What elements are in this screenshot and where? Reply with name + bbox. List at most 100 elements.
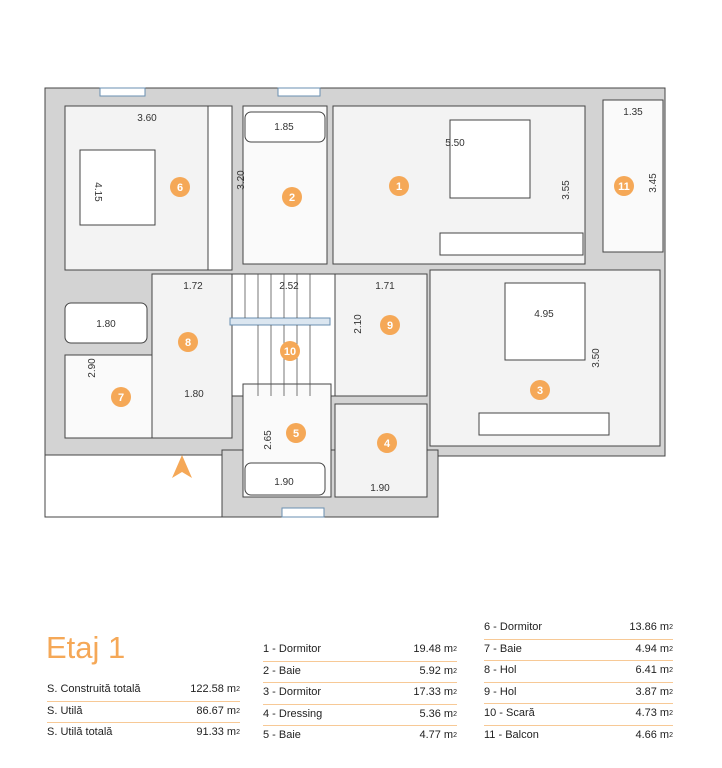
area-label: S. Construită totală — [47, 683, 141, 695]
dim-label: 1.71 — [375, 281, 395, 292]
room-number: 10 — [284, 346, 296, 358]
room-markers — [111, 176, 634, 453]
area-row: S. Utilă totală 91.33 m2 — [47, 723, 240, 745]
area-label: 4 - Dressing — [263, 707, 323, 720]
room-number: 5 — [293, 428, 299, 440]
stair-rail — [229, 317, 331, 326]
dim-label: 4.15 — [92, 182, 103, 202]
room-number: 11 — [618, 181, 630, 193]
entrance-arrow-icon — [172, 455, 192, 478]
room-11-area — [602, 99, 664, 253]
dim-label: 4.95 — [534, 309, 554, 320]
bathtub — [244, 462, 326, 496]
dim-label: 1.90 — [274, 477, 294, 488]
area-label: S. Utilă — [47, 704, 83, 717]
area-value: 4.73 m2 — [635, 707, 673, 720]
area-label: 6 - Dormitor — [484, 621, 543, 633]
room-number: 7 — [118, 392, 124, 404]
wardrobe — [478, 412, 610, 436]
dim-label: 3.20 — [236, 170, 247, 190]
area-label: 7 - Baie — [484, 642, 522, 655]
dim-label: 1.35 — [623, 107, 643, 118]
area-row: 5 - Baie 4.77 m2 — [263, 726, 457, 748]
room-9-area — [334, 273, 428, 397]
area-label: 2 - Baie — [263, 664, 301, 677]
room-number: 8 — [185, 337, 191, 349]
dim-label: 1.80 — [96, 319, 116, 330]
area-label: 8 - Hol — [484, 664, 517, 677]
bed — [79, 149, 156, 226]
bathtub — [244, 111, 326, 143]
area-value: 86.67 m2 — [196, 704, 240, 717]
bathtub — [64, 302, 148, 344]
room-number: 2 — [289, 192, 295, 204]
area-label: 1 - Dormitor — [263, 643, 322, 655]
area-row: 10 - Scară 4.73 m2 — [484, 704, 673, 726]
room-number: 9 — [387, 320, 393, 332]
area-value: 3.87 m2 — [635, 685, 673, 698]
bed — [504, 282, 586, 361]
area-label: 10 - Scară — [484, 707, 535, 720]
area-row: 6 - Dormitor 13.86 m2 — [484, 618, 673, 640]
entry-area — [44, 454, 223, 518]
dim-label: 3.45 — [648, 173, 659, 193]
area-value: 4.66 m2 — [635, 728, 673, 741]
room-number: 6 — [177, 182, 183, 194]
area-value: 5.36 m2 — [419, 707, 457, 720]
wardrobe — [439, 232, 584, 256]
area-row: 3 - Dormitor 17.33 m2 — [263, 683, 457, 705]
room-number: 4 — [384, 438, 391, 450]
area-label: 9 - Hol — [484, 685, 517, 698]
dim-label: 3.60 — [137, 113, 157, 124]
room-7-area — [64, 354, 153, 439]
dim-label: 3.55 — [561, 180, 572, 200]
area-value: 4.94 m2 — [635, 642, 673, 655]
bed — [449, 119, 531, 199]
area-row: 4 - Dressing 5.36 m2 — [263, 705, 457, 727]
area-row: 9 - Hol 3.87 m2 — [484, 683, 673, 705]
window — [277, 87, 321, 97]
room-8-area — [151, 273, 233, 439]
dim-label: 2.10 — [353, 314, 364, 334]
dim-label: 2.90 — [87, 358, 98, 378]
area-value: 6.41 m2 — [635, 664, 673, 677]
wardrobe — [207, 105, 233, 271]
area-label: 11 - Balcon — [484, 728, 539, 741]
area-label: 5 - Baie — [263, 729, 301, 742]
room-10-stairs — [231, 273, 336, 397]
floor-plan: 3.60 4.15 1.85 3.20 5.50 3.55 1.35 3.45 … — [44, 87, 666, 518]
dim-label: 5.50 — [445, 138, 465, 149]
area-value: 19.48 m2 — [413, 643, 457, 655]
room-number: 3 — [537, 385, 543, 397]
area-row: 8 - Hol 6.41 m2 — [484, 661, 673, 683]
window — [281, 507, 325, 518]
dimensions: 3.60 4.15 1.85 3.20 5.50 3.55 1.35 3.45 … — [87, 107, 659, 494]
floor-title: Etaj 1 — [46, 630, 126, 665]
area-label: 3 - Dormitor — [263, 686, 322, 699]
rooms-table-a: 1 - Dormitor 19.48 m2 2 - Baie 5.92 m2 3 - D… — [263, 640, 457, 748]
room-number: 1 — [396, 181, 402, 193]
dim-label: 2.52 — [279, 281, 299, 292]
dim-label: 3.50 — [591, 348, 602, 368]
area-row: 1 - Dormitor 19.48 m2 — [263, 640, 457, 662]
dim-label: 1.72 — [183, 281, 203, 292]
area-value: 13.86 m2 — [629, 621, 673, 633]
dim-label: 1.85 — [274, 122, 294, 133]
area-row: 7 - Baie 4.94 m2 — [484, 640, 673, 662]
area-value: 5.92 m2 — [419, 664, 457, 677]
window — [99, 87, 146, 97]
area-row: 2 - Baie 5.92 m2 — [263, 662, 457, 684]
area-row: S. Utilă 86.67 m2 — [47, 702, 240, 724]
area-label: S. Utilă totală — [47, 726, 113, 739]
area-row: 11 - Balcon 4.66 m2 — [484, 726, 673, 748]
stair-steps — [244, 274, 311, 396]
dim-label: 2.65 — [263, 430, 274, 450]
dim-label: 1.80 — [184, 389, 204, 400]
area-value: 4.77 m2 — [419, 729, 457, 742]
area-value: 17.33 m2 — [413, 686, 457, 699]
dim-label: 1.90 — [370, 483, 390, 494]
rooms-table-b: 6 - Dormitor 13.86 m2 7 - Baie 4.94 m2 8 - H… — [484, 618, 673, 748]
area-value: 91.33 m2 — [196, 726, 240, 739]
